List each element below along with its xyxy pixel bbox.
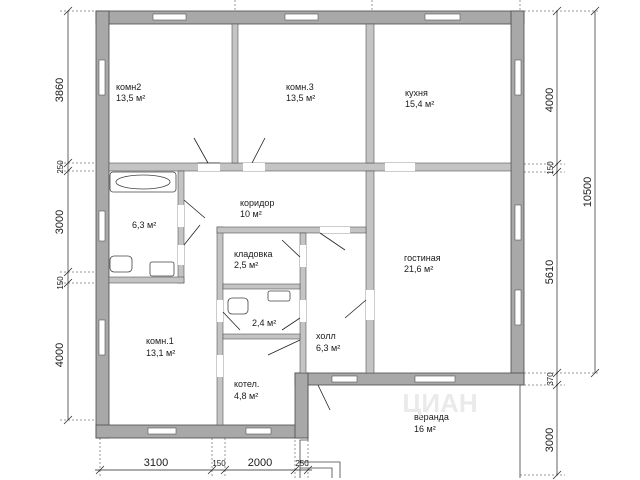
wc-toilet-icon: [227, 297, 249, 315]
room-hall-name: холл: [316, 331, 336, 341]
room-labels: комн2 13,5 м² комн.3 13,5 м² кухня 15,4 …: [116, 82, 449, 434]
room-bath-area: 6,3 м²: [132, 220, 156, 230]
dimension-extension-lines: [60, 0, 600, 478]
room-boiler-area: 4,8 м²: [234, 391, 258, 401]
room-living-area: 21,6 м²: [404, 264, 433, 274]
room-pantry-name: кладовка: [234, 249, 272, 259]
toilet-icon: [109, 255, 133, 273]
wc-sink-icon: [267, 290, 291, 302]
dim-bottom-250: 250: [295, 459, 309, 468]
dim-right-3000: 3000: [544, 428, 556, 452]
room-hall-area: 6,3 м²: [316, 343, 340, 353]
right-dimension-labels: 4000 150 5610 370 3000 10500: [544, 88, 594, 452]
dim-right-370: 370: [546, 372, 555, 386]
room-pantry-area: 2,5 м²: [234, 260, 258, 270]
room-komn1-name: комн.1: [146, 336, 174, 346]
left-dimension-labels: 3860 250 3000 150 4000: [54, 78, 66, 367]
bathtub-basin-icon: [115, 174, 171, 190]
room-kitchen-name: кухня: [405, 88, 428, 98]
room-veranda-area: 16 м²: [414, 424, 436, 434]
room-wc-area: 2,4 м²: [252, 318, 276, 328]
dim-right-5610: 5610: [544, 260, 556, 284]
dim-right-150: 150: [546, 161, 555, 175]
bathroom-fixtures: [109, 171, 291, 315]
room-corridor-area: 10 м²: [240, 209, 262, 219]
room-komn3-area: 13,5 м²: [286, 93, 315, 103]
windows: [98, 13, 522, 435]
dim-left-150: 150: [56, 276, 65, 290]
dim-left-3860: 3860: [54, 78, 66, 102]
room-komn2-area: 13,5 м²: [116, 93, 145, 103]
room-komn3-name: комн.3: [286, 82, 314, 92]
room-komn2-name: комн2: [116, 82, 141, 92]
dim-bottom-2000: 2000: [248, 457, 272, 469]
doors: [178, 137, 415, 377]
exterior-walls: [95, 10, 525, 439]
room-living-name: гостиная: [404, 253, 441, 263]
dim-bottom-150: 150: [212, 459, 226, 468]
room-veranda-name: веранда: [414, 412, 449, 422]
watermark: ЦИАН: [402, 388, 477, 418]
dim-left-250: 250: [56, 160, 65, 174]
dim-right-4000: 4000: [544, 88, 556, 112]
room-komn1-area: 13,1 м²: [146, 348, 175, 358]
dim-left-3000: 3000: [54, 210, 66, 234]
room-corridor-name: коридор: [240, 198, 274, 208]
room-kitchen-area: 15,4 м²: [405, 99, 434, 109]
bottom-dimension-labels: 3100 150 2000 250: [144, 457, 309, 469]
sink-icon: [149, 261, 175, 277]
dimension-lines: [63, 6, 600, 480]
dim-overall-10500: 10500: [582, 177, 594, 208]
dim-bottom-3100: 3100: [144, 457, 168, 469]
dim-left-4000: 4000: [54, 343, 66, 367]
room-boiler-name: котел.: [234, 379, 259, 389]
